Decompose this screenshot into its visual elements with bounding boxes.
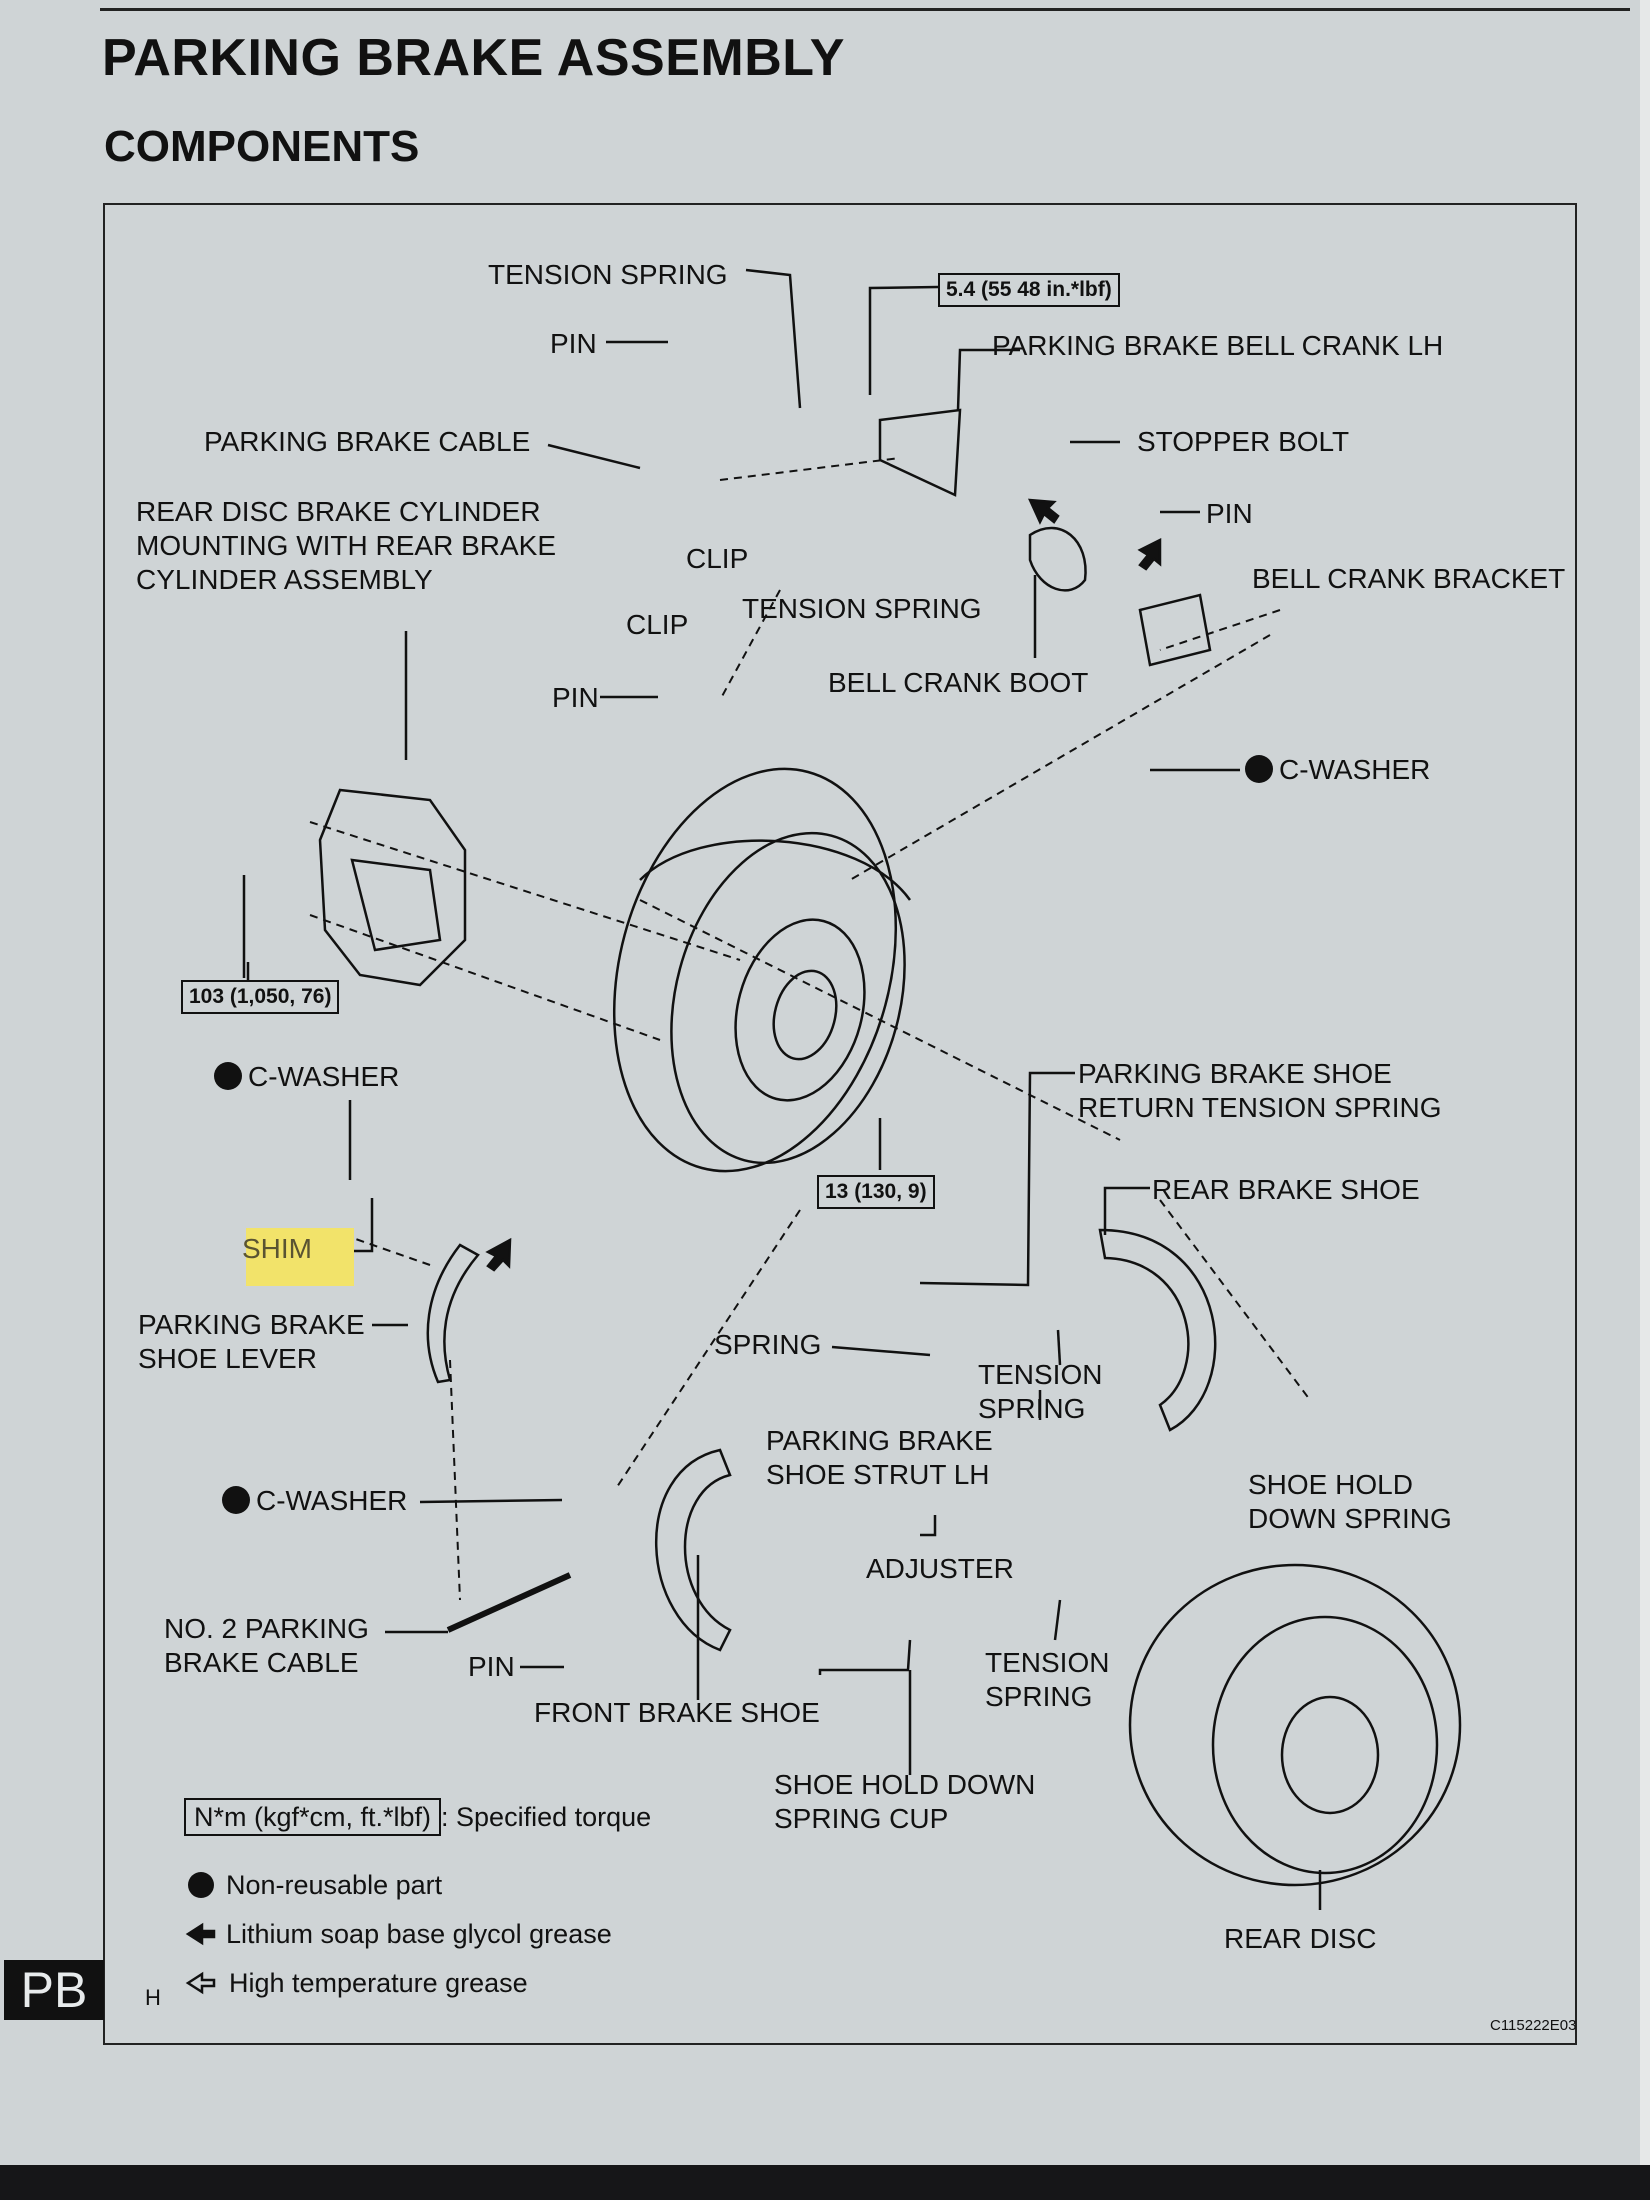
label-c-washer-lower-text: C-WASHER [256,1485,408,1516]
label-rear-disc: REAR DISC [1224,1923,1377,1954]
label-stopper-bolt: STOPPER BOLT [1137,426,1350,457]
label-tension-spring-right: TENSION SPRING [978,1359,1103,1424]
leader-lines [242,268,1322,1910]
non-reusable-dot [222,1486,250,1514]
legend-non-reusable: Non-reusable part [226,1870,443,1900]
shim-highlight [246,1228,354,1286]
legend-torque-desc: : Specified torque [441,1802,652,1832]
legend-high-temp-grease: High temperature grease [229,1968,528,1998]
label-c-washer-bracket-text: C-WASHER [1279,754,1431,785]
figure-code: C115222E03 [1490,2017,1577,2034]
legend-lithium-grease: Lithium soap base glycol grease [226,1919,612,1949]
shoe-lever-part [426,1243,480,1384]
label-clip-upper: CLIP [686,543,749,574]
label-tension-spring-bottom: TENSION SPRING [985,1647,1110,1712]
label-tension-spring-top: TENSION SPRING [488,259,728,290]
manual-page [0,0,1640,2165]
label-c-washer-bracket: C-WASHER [1245,753,1430,787]
label-shoe-lever: PARKING BRAKE SHOE LEVER [138,1309,365,1374]
brake-caliper [318,788,467,987]
label-tension-spring-mid: TENSION SPRING [742,593,982,624]
torque-caliper: 103 (1,050, 76) [181,980,340,1014]
label-spring: SPRING [714,1329,822,1360]
label-rear-disc-brake-cylinder: REAR DISC BRAKE CYLINDER MOUNTING WITH R… [136,496,557,595]
non-reusable-dot [214,1062,242,1090]
label-pin-bracket: PIN [1206,498,1253,529]
section-tab: PB [4,1960,104,2020]
page-mark: H [145,1985,161,2010]
label-shoe-hold-down-cup: SHOE HOLD DOWN SPRING CUP [774,1769,1036,1834]
label-bell-crank-lh: PARKING BRAKE BELL CRANK LH [992,330,1444,361]
adjacent-page-edge [1640,0,1650,2165]
legend-arrows [185,1872,216,1995]
backing-plate-hub [612,767,912,1173]
label-shoe-strut: PARKING BRAKE SHOE STRUT LH [766,1425,993,1490]
label-adjuster: ADJUSTER [866,1553,1014,1584]
label-bell-crank-bracket: BELL CRANK BRACKET [1252,563,1566,594]
top-rule [100,8,1630,11]
torque-backing-plate: 13 (130, 9) [817,1175,935,1209]
label-rear-brake-shoe: REAR BRAKE SHOE [1152,1174,1420,1205]
label-front-brake-shoe: FRONT BRAKE SHOE [534,1697,820,1728]
label-shoe-hold-down-spring: SHOE HOLD DOWN SPRING [1248,1469,1452,1534]
rear-brake-shoe-part [1098,1228,1217,1432]
diagram-frame [103,203,1577,2045]
bell-crank-parts [878,408,1212,667]
torque-bell-crank: 5.4 (55 48 in.*lbf) [938,273,1120,307]
label-parking-brake-cable: PARKING BRAKE CABLE [204,426,531,457]
label-c-washer-lower: C-WASHER [222,1484,407,1518]
label-clip-lower: CLIP [626,609,689,640]
label-pin-top: PIN [550,328,597,359]
non-reusable-dot [1245,755,1273,783]
section-subtitle: COMPONENTS [104,122,420,171]
label-no2-cable: NO. 2 PARKING BRAKE CABLE [164,1613,369,1678]
label-return-tension-spring: PARKING BRAKE SHOE RETURN TENSION SPRING [1078,1058,1442,1123]
label-shim: SHIM [242,1233,312,1264]
front-brake-shoe-part [654,1448,732,1652]
legend-torque: N*m (kgf*cm, ft.*lbf): Specified torque [184,1798,652,1836]
grease-arrows [485,498,1162,1272]
legend-torque-box: N*m (kgf*cm, ft.*lbf) [184,1798,442,1836]
no2-cable-part [446,1572,572,1633]
label-pin-bottom: PIN [468,1651,515,1682]
label-c-washer-left-text: C-WASHER [248,1061,400,1092]
label-bell-crank-boot: BELL CRANK BOOT [828,667,1089,698]
label-pin-mid: PIN [552,682,599,713]
page-title: PARKING BRAKE ASSEMBLY [102,29,845,87]
label-c-washer-left: C-WASHER [214,1060,399,1094]
rear-disc-part [1128,1563,1462,1887]
